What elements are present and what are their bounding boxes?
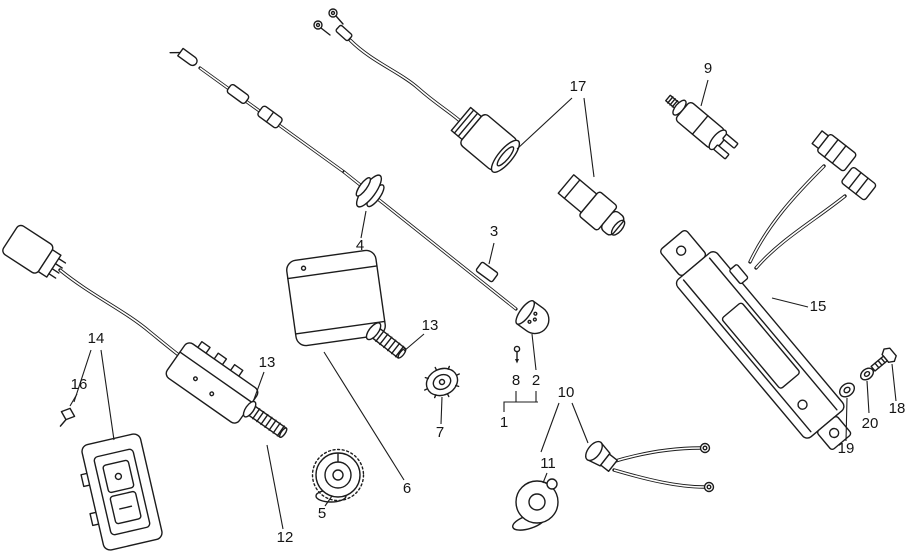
leader-13b (252, 371, 265, 403)
choke-knob (515, 300, 550, 335)
callout-17: 17 (570, 78, 587, 95)
left-switch-stem (242, 400, 288, 439)
leader-11 (542, 472, 548, 484)
cable-ferrule (475, 261, 499, 283)
leader-16 (69, 393, 78, 407)
leader-15 (771, 297, 809, 308)
callout-4: 4 (356, 237, 364, 254)
callout-20: 20 (862, 415, 879, 432)
rotary-knob (311, 448, 365, 503)
left-harness-switch (2, 224, 288, 439)
relay-stem (365, 322, 407, 359)
buzzer (512, 478, 559, 531)
callout-9: 9 (704, 60, 712, 77)
callout-leaders (69, 79, 897, 530)
callout-7: 7 (436, 424, 444, 441)
cable-coupler (257, 105, 283, 129)
lighter-socket (450, 106, 521, 173)
leader-17b (583, 97, 595, 178)
leader-13a (403, 333, 425, 352)
callout-6: 6 (403, 480, 411, 497)
leader-10a (540, 402, 560, 453)
bracket-harness (660, 130, 877, 451)
cable-grommet (355, 174, 385, 208)
cable-coupler (226, 83, 250, 105)
callout-19: 19 (838, 440, 855, 457)
switch-9 (665, 94, 739, 160)
leader-10b (571, 402, 589, 444)
lighter-element (557, 174, 626, 236)
leader-14b (100, 349, 115, 441)
washer (859, 367, 875, 381)
fastener-hardware (838, 347, 897, 398)
callout-1: 1 (500, 414, 508, 431)
leader-14a (73, 349, 92, 403)
leader-3 (488, 242, 495, 265)
callout-14: 14 (88, 330, 105, 347)
callout-16: 16 (71, 376, 88, 393)
leader-20 (866, 380, 870, 414)
callout-labels: 1 2 3 4 5 6 7 8 9 10 11 12 13 13 14 15 1… (71, 60, 906, 546)
callout-13a: 13 (422, 317, 439, 334)
leader-6 (323, 351, 405, 481)
leader-1 (503, 401, 538, 412)
callout-8: 8 (512, 372, 520, 389)
rocker-switch-panel (80, 433, 163, 551)
bulb-socket (585, 440, 715, 493)
knob-pin (513, 345, 521, 364)
lighter-harness (313, 8, 626, 236)
callout-2: 2 (532, 372, 540, 389)
leader-19 (845, 397, 848, 442)
callout-5: 5 (318, 505, 326, 522)
clip (59, 407, 76, 427)
washer (838, 382, 856, 398)
callout-15: 15 (810, 298, 827, 315)
callout-18: 18 (889, 400, 906, 417)
callout-3: 3 (490, 223, 498, 240)
leader-9 (700, 79, 709, 107)
leader-2 (531, 333, 537, 371)
leader-12 (266, 444, 284, 530)
callout-13b: 13 (259, 354, 276, 371)
leader-7 (440, 396, 443, 425)
left-connector (2, 224, 67, 279)
bolt (870, 347, 897, 372)
cable-clip (169, 47, 198, 67)
mounting-bracket (660, 229, 852, 451)
relay (286, 249, 407, 359)
callout-11: 11 (540, 455, 556, 472)
harness-connector (841, 167, 877, 201)
ribbed-cap (424, 365, 460, 399)
leader-18 (891, 363, 897, 402)
callout-10: 10 (558, 384, 575, 401)
leader-4 (360, 210, 367, 239)
harness-connector (811, 130, 857, 172)
leader-5 (324, 495, 333, 507)
choke-cable-assembly (169, 47, 550, 364)
leader-17a (516, 97, 573, 150)
callout-12: 12 (277, 529, 294, 546)
